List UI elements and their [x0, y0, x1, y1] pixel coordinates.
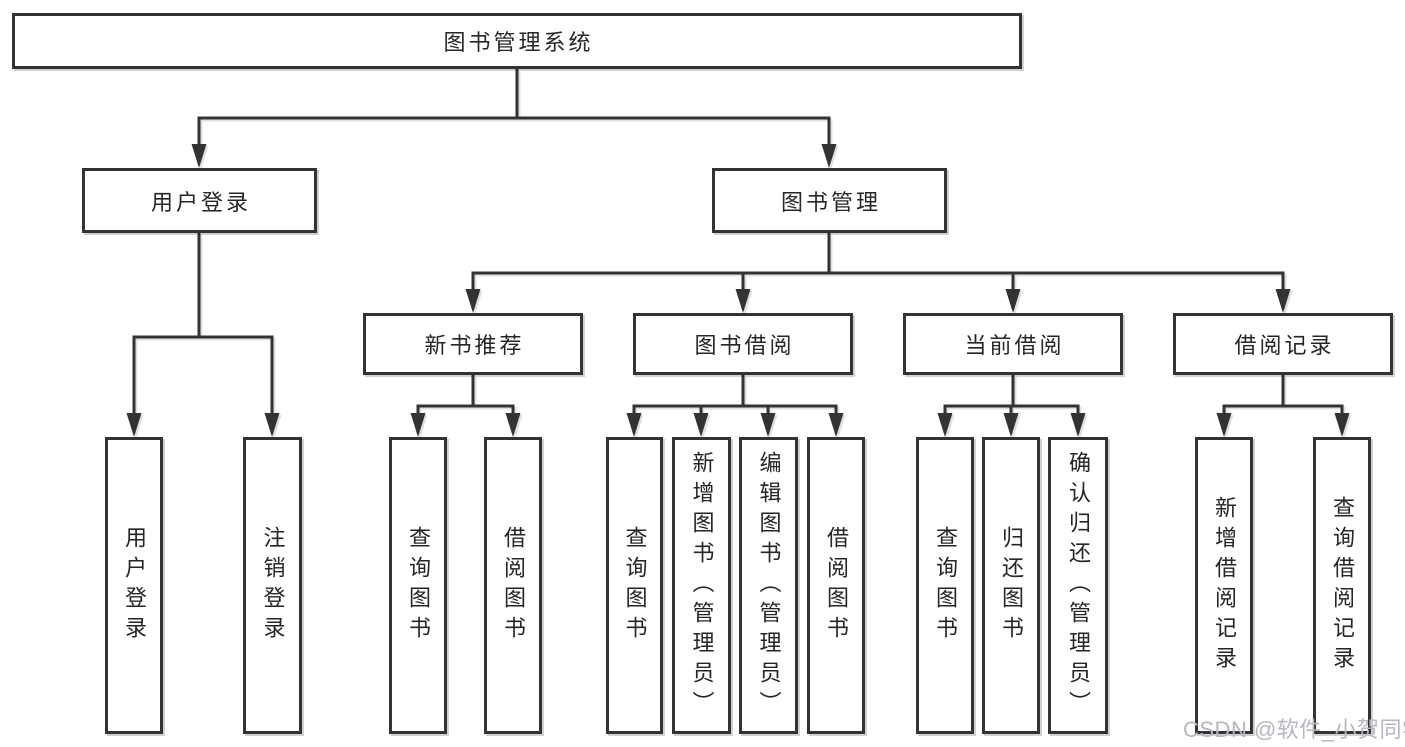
leaf-newbook-borrow-books-label: 借阅图书 — [501, 525, 526, 646]
node-current-borrow-label: 当前借阅 — [964, 333, 1065, 358]
leaf-borrow-borrow-books-label: 借阅图书 — [824, 525, 849, 646]
node-library-system-label: 图书管理系统 — [443, 30, 594, 55]
node-book-management: 图书管理 — [712, 168, 947, 233]
node-new-book-recommend-label: 新书推荐 — [424, 333, 525, 358]
leaf-records-add-record: 新增借阅记录 — [1195, 437, 1253, 734]
node-book-borrow: 图书借阅 — [633, 313, 853, 375]
leaf-current-confirm-return-admin-label: 确认归还（管理员） — [1066, 450, 1091, 721]
connector-book-management-sections — [465, 233, 1291, 313]
leaf-user-login-label: 用户登录 — [122, 525, 147, 646]
leaf-borrow-edit-books-admin-label: 编辑图书（管理员） — [756, 450, 782, 721]
connector-user-login-leaves — [126, 233, 280, 437]
leaf-current-query-books-label: 查询图书 — [933, 525, 958, 646]
leaf-records-query-record: 查询借阅记录 — [1313, 437, 1371, 734]
connector-book-borrow-leaves — [626, 375, 844, 437]
leaf-newbook-borrow-books: 借阅图书 — [484, 437, 542, 734]
node-new-book-recommend: 新书推荐 — [363, 313, 583, 375]
connector-borrow-records-leaves — [1216, 375, 1350, 437]
leaf-current-query-books: 查询图书 — [916, 437, 974, 734]
node-book-borrow-label: 图书借阅 — [694, 333, 795, 358]
leaf-logout-label: 注销登录 — [260, 525, 286, 646]
node-book-management-label: 图书管理 — [780, 189, 881, 215]
node-borrow-records-label: 借阅记录 — [1234, 333, 1335, 358]
leaf-current-return-books-label: 归还图书 — [999, 525, 1024, 646]
leaf-borrow-borrow-books: 借阅图书 — [807, 437, 865, 734]
node-user-login: 用户登录 — [82, 168, 317, 233]
csdn-watermark: CSDN @软件_小贺同学 — [1183, 717, 1405, 742]
connector-current-borrow-leaves — [937, 375, 1086, 437]
node-current-borrow: 当前借阅 — [903, 313, 1123, 375]
leaf-borrow-add-books-admin: 新增图书（管理员） — [672, 437, 731, 734]
leaf-borrow-query-books-label: 查询图书 — [622, 525, 648, 646]
leaf-user-login: 用户登录 — [105, 437, 163, 734]
leaf-borrow-add-books-admin-label: 新增图书（管理员） — [689, 450, 715, 721]
leaf-newbook-query-books-label: 查询图书 — [406, 525, 431, 646]
node-library-system: 图书管理系统 — [12, 13, 1022, 69]
leaf-records-add-record-label: 新增借阅记录 — [1212, 495, 1237, 676]
leaf-current-confirm-return-admin: 确认归还（管理员） — [1048, 437, 1108, 734]
leaf-current-return-books: 归还图书 — [982, 437, 1040, 734]
connector-new-book-leaves — [410, 375, 521, 437]
node-borrow-records: 借阅记录 — [1173, 313, 1393, 375]
leaf-newbook-query-books: 查询图书 — [389, 437, 447, 734]
leaf-logout: 注销登录 — [243, 437, 302, 734]
leaf-records-query-record-label: 查询借阅记录 — [1330, 495, 1355, 676]
leaf-borrow-query-books: 查询图书 — [606, 437, 663, 734]
leaf-borrow-edit-books-admin: 编辑图书（管理员） — [739, 437, 798, 734]
node-user-login-label: 用户登录 — [150, 189, 251, 215]
connector-root-branches — [191, 69, 837, 168]
